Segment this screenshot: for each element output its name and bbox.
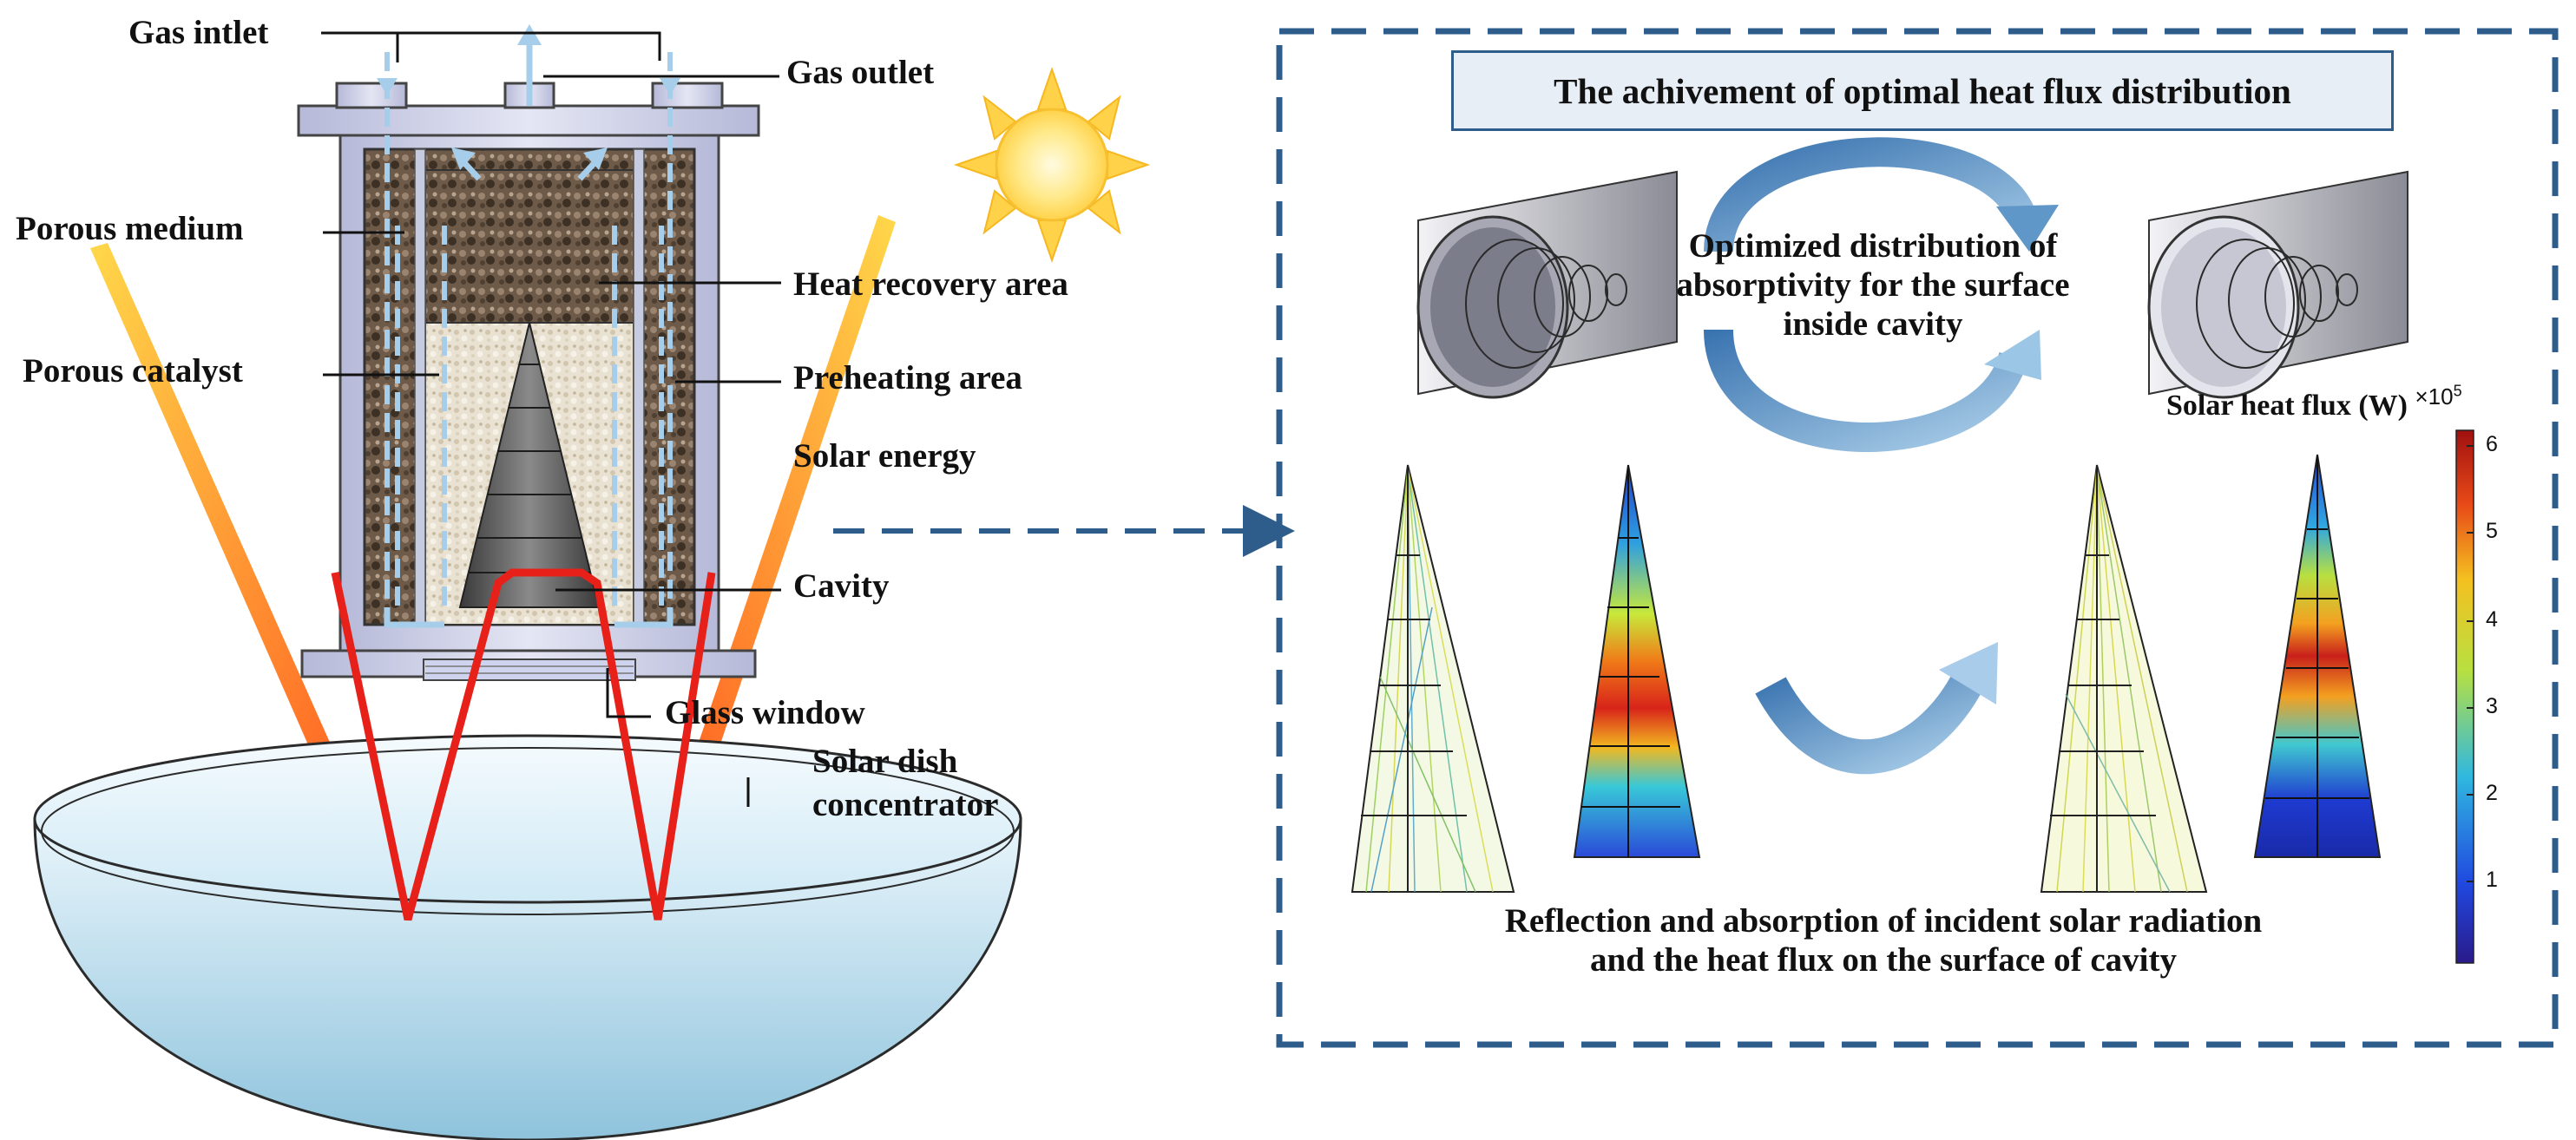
ray-trace-before	[1350, 464, 1515, 893]
colorbar-tick-6: 6	[2486, 432, 2498, 456]
colorbar-tick-1: 1	[2486, 868, 2498, 892]
panel-caption: Reflection and absorption of incident so…	[1354, 902, 2413, 980]
optimized-line-2: absorptivity for the surface	[1676, 265, 2070, 304]
improvement-arrowhead	[1939, 642, 1998, 704]
heat-flux-before	[1573, 464, 1701, 858]
label-solar-energy: Solar energy	[793, 437, 976, 475]
cycle-arrows	[1704, 137, 2059, 453]
heat-flux-after	[2253, 454, 2382, 858]
cavity-cone-after	[2147, 170, 2408, 399]
caption-line-1: Reflection and absorption of incident so…	[1504, 902, 2263, 940]
optimized-line-1: Optimized distribution of	[1688, 227, 2058, 265]
label-heat-recovery-area: Heat recovery area	[793, 265, 1068, 303]
panel-title: The achivement of optimal heat flux dist…	[1451, 50, 2394, 131]
optimized-line-3: inside cavity	[1783, 305, 1963, 343]
colorbar-title-text: Solar heat flux (W)	[2166, 390, 2408, 422]
colorbar	[2455, 429, 2474, 964]
cavity-cone	[458, 322, 601, 608]
improvement-arrow	[1755, 668, 1986, 775]
caption-line-2: and the heat flux on the surface of cavi…	[1590, 940, 2177, 979]
label-preheating-area: Preheating area	[793, 359, 1022, 396]
colorbar-tick-2: 2	[2486, 781, 2498, 805]
concentrated-rays	[331, 568, 716, 921]
label-gas-inlet: Gas intlet	[128, 14, 269, 51]
label-gas-outlet: Gas outlet	[786, 54, 935, 91]
label-solar-dish-line2: concentrator	[812, 786, 999, 823]
colorbar-tick-5: 5	[2486, 519, 2498, 543]
colorbar-multiplier: ×105	[2415, 382, 2462, 409]
colorbar-tick-4: 4	[2486, 607, 2498, 632]
label-cavity: Cavity	[793, 567, 890, 605]
label-solar-dish-line1: Solar dish	[812, 743, 958, 780]
colorbar-tick-3: 3	[2486, 694, 2498, 718]
sun-icon	[953, 66, 1151, 264]
label-porous-medium: Porous medium	[16, 210, 244, 247]
ray-trace-after	[2040, 464, 2208, 893]
cavity-cone-before	[1416, 170, 1678, 399]
label-porous-catalyst: Porous catalyst	[23, 352, 243, 390]
solar-dish	[33, 734, 1022, 1140]
label-glass-window: Glass window	[665, 694, 865, 731]
leader-lines	[321, 31, 781, 807]
colorbar-title: Solar heat flux (W) ×105	[2166, 382, 2462, 423]
reactor	[297, 24, 760, 681]
optimized-text: Optimized distribution of absorptivity f…	[1639, 227, 2107, 344]
